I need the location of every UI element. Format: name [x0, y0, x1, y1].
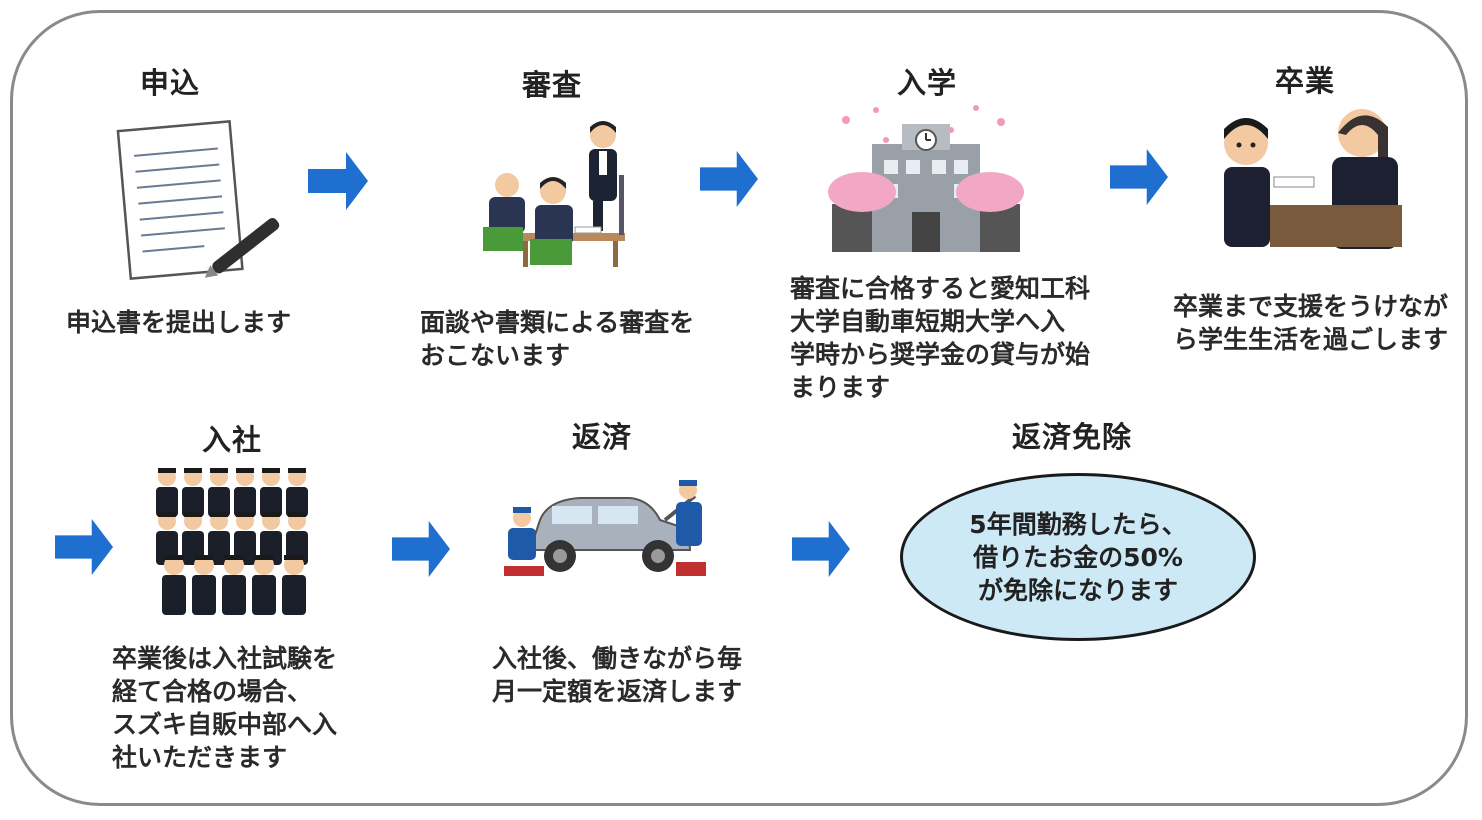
- arrow-right-icon: [1110, 148, 1168, 206]
- callout-line: が免除になります: [977, 575, 1178, 605]
- step-title-exemption: 返済免除: [1012, 420, 1133, 454]
- step-description-joining: 卒業後は入社試験を 経て合格の場合、 スズキ自販中部へ入 社いただきます: [112, 644, 338, 772]
- callout-line: 借りたお金の50%: [973, 542, 1183, 572]
- arrow-right-icon: [792, 520, 850, 578]
- arrow-right-icon: [55, 518, 113, 576]
- arrow-right-icon: [308, 152, 368, 210]
- step-title-graduation: 卒業: [1275, 64, 1336, 98]
- arrow-right-icon: [392, 520, 450, 578]
- step-description-admission: 審査に合格すると愛知工科 大学自動車短期大学へ入 学時から奨学金の貸与が始 まり…: [790, 274, 1091, 402]
- exemption-callout: 5年間勤務したら、 借りたお金の50% が免除になります: [900, 473, 1256, 641]
- school-building-icon: [828, 105, 1024, 252]
- step-description-graduation: 卒業まで支援をうけなが ら学生生活を過ごします: [1173, 292, 1449, 354]
- step-title-application: 申込: [140, 66, 201, 100]
- step-title-screening: 審査: [522, 68, 583, 102]
- arrow-right-icon: [700, 150, 758, 208]
- step-title-repayment: 返済: [572, 420, 633, 454]
- step-description-repayment: 入社後、働きながら毎 月一定額を返済します: [492, 644, 743, 706]
- step-title-joining: 入社: [202, 423, 263, 457]
- step-title-admission: 入学: [897, 66, 958, 100]
- car-repair-icon: [504, 480, 706, 576]
- graduation-icon: [1224, 109, 1402, 249]
- step-description-screening: 面談や書類による審査を おこないます: [420, 308, 695, 370]
- callout-line: 5年間勤務したら、: [969, 509, 1187, 539]
- application-form-icon: [116, 120, 280, 280]
- step-description-application: 申込書を提出します: [66, 308, 292, 337]
- employees-group-icon: [156, 468, 308, 615]
- interview-meeting-icon: [483, 121, 625, 267]
